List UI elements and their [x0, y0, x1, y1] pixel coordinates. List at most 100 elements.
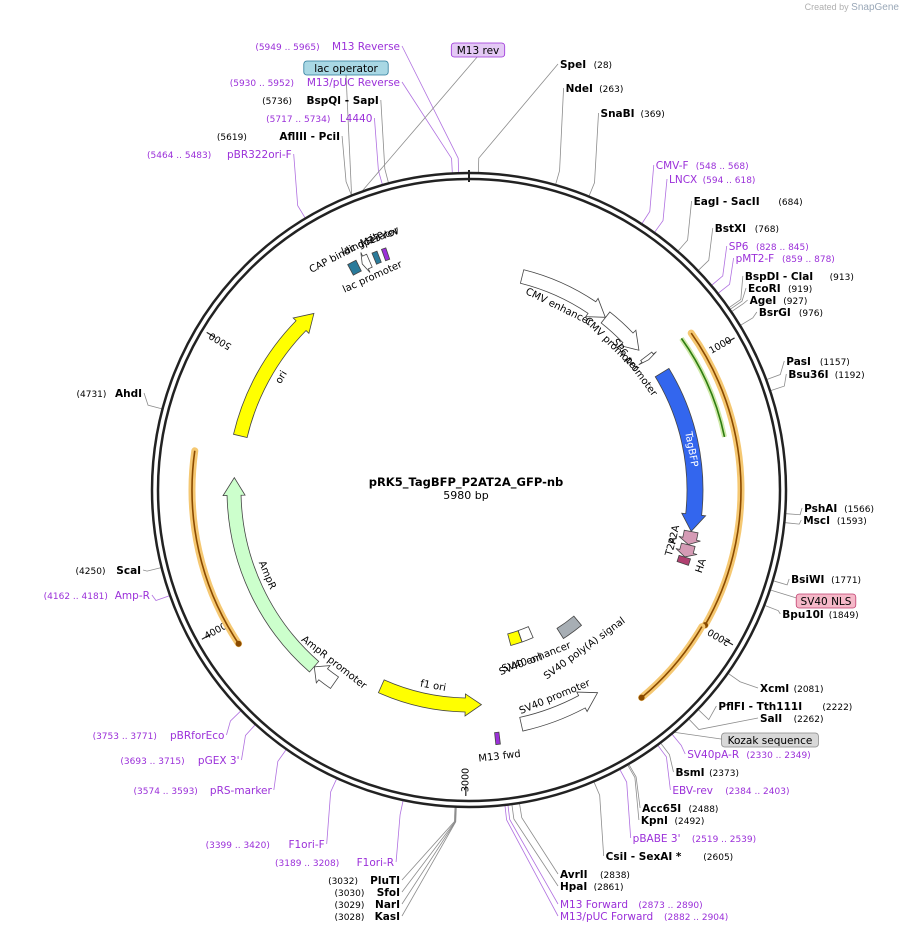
- leader-ecori: [730, 287, 747, 310]
- feature-label-ori: ori: [274, 369, 290, 386]
- site-position-pbrforeco: (3753 .. 3771): [93, 732, 157, 742]
- feature-arcs: [188, 329, 745, 702]
- site-label-bpu10i: Bpu10I: [782, 609, 824, 621]
- feature-ori: [233, 312, 315, 439]
- leader-csii-sexai: [593, 782, 605, 857]
- site-position-pmt2-f: (859 .. 878): [782, 255, 835, 265]
- tick-label-3000: 3000: [460, 768, 471, 792]
- credit: Created by SnapGene: [805, 2, 899, 13]
- leader-snabi: [588, 112, 599, 196]
- feature-p2a: [678, 529, 701, 545]
- site-label-afliii-pcii: AflIII - PciI: [279, 131, 340, 143]
- feature-sv40-ori: [507, 630, 523, 646]
- feature-sv40-poly-a-signal: [556, 615, 583, 640]
- tick-5000: [206, 331, 216, 339]
- site-label-xcmi: XcmI: [760, 683, 789, 695]
- primer-label-m13-puc-forward: M13/pUC Forward: [560, 911, 653, 923]
- site-position-prs-marker: (3574 .. 3593): [134, 787, 198, 797]
- orange-arc-head-1: [638, 694, 645, 701]
- leader-pbr322ori-f: [293, 153, 306, 218]
- boxed-label-m13-rev: M13 rev: [457, 45, 500, 57]
- leader-bsu36i: [770, 373, 787, 391]
- site-position-sfoi: (3030): [334, 889, 364, 899]
- site-position-cmv-f: (548 .. 568): [696, 162, 749, 172]
- leader-bsiwi: [773, 578, 790, 586]
- orange-arc-2: [191, 450, 240, 645]
- leader-m13-reverse: [401, 45, 460, 173]
- leader-lncx: [654, 178, 668, 233]
- site-label-bspqi-sapi: BspQI - SapI: [306, 95, 378, 107]
- primer-label-sv40pa-r: SV40pA-R: [687, 749, 739, 761]
- plasmid-length: 5980 bp: [443, 489, 488, 502]
- feature-ampr: [222, 476, 320, 673]
- primer-label-f1ori-f: F1ori-F: [288, 839, 324, 851]
- site-position-xcmi: (2081): [794, 685, 824, 695]
- orange-arc-band-1: [638, 623, 706, 702]
- site-position-bsmi: (2373): [709, 769, 739, 779]
- leader-bspdi-clai: [729, 275, 744, 308]
- leader-prs-marker: [273, 749, 287, 791]
- tick-2000: [723, 639, 734, 646]
- site-position-bsiwi: (1771): [831, 576, 861, 586]
- primer-label-m13-forward: M13 Forward: [560, 899, 628, 911]
- feature-ha: [676, 554, 692, 566]
- site-label-bsiwi: BsiWI: [791, 574, 824, 586]
- feature-lac-operator: [371, 250, 382, 265]
- site-position-pbabe-3: (2519 .. 2539): [692, 835, 756, 845]
- primer-label-pbabe-3: pBABE 3': [633, 833, 681, 845]
- leader-sali: [688, 717, 759, 730]
- site-label-pflfi-tth111i: PflFI - Tth111I: [718, 701, 802, 713]
- feature-sp6-promoter: [638, 351, 657, 366]
- feature-sv40-promoter: [519, 691, 599, 732]
- feature-cmv-enhancer: [519, 269, 606, 318]
- feature-label-ha: HA: [694, 557, 709, 574]
- site-position-bsu36i: (1192): [835, 371, 865, 381]
- leader-hpai: [511, 805, 559, 887]
- primer-label-l4440: L4440: [340, 113, 373, 125]
- tick-4000: [201, 633, 211, 640]
- site-position-pflfi-tth111i: (2222): [822, 703, 852, 713]
- feature-cmv-promoter: [600, 311, 640, 351]
- leader-l4440: [374, 117, 383, 185]
- feature-lac-promoter: [360, 252, 373, 273]
- leader-lac-operator: [345, 73, 352, 195]
- site-position-kasi: (3028): [334, 913, 364, 923]
- boxed-label-bg-kozak-sequence: [721, 732, 819, 748]
- primer-label-prs-marker: pRS-marker: [210, 785, 273, 797]
- leader-f1ori-r: [395, 800, 404, 863]
- leader-sv40pa-r: [671, 734, 686, 755]
- primer-label-m13-reverse: M13 Reverse: [332, 41, 400, 53]
- boxed-label-sv40-nls: SV40 NLS: [801, 596, 852, 608]
- orange-arc-head-2: [235, 640, 242, 647]
- site-position-f1ori-f: (3399 .. 3420): [206, 841, 270, 851]
- leader-msci: [785, 519, 802, 525]
- feature-ampr-promoter: [313, 665, 340, 689]
- tick-1000: [725, 337, 735, 344]
- feature-cap-binding-site: [347, 259, 362, 276]
- tick-label-1000: 1000: [707, 335, 733, 357]
- primer-label-lncx: LNCX: [669, 174, 697, 186]
- site-position-amp-r: (4162 .. 4181): [44, 592, 108, 602]
- site-position-eagi-sacii: (684): [778, 198, 802, 208]
- site-label-ecori: EcoRI: [748, 283, 781, 295]
- leader-ahdi: [143, 392, 162, 410]
- green-arc-0: [680, 337, 726, 438]
- primer-label-m13-puc-reverse: M13/pUC Reverse: [307, 77, 400, 89]
- site-position-spei: (28): [594, 61, 612, 71]
- feature-label-m13-fwd: M13 fwd: [478, 749, 521, 765]
- site-position-agei: (927): [783, 297, 807, 307]
- leader-bsrgi: [740, 311, 758, 326]
- site-label-scai: ScaI: [116, 565, 141, 577]
- site-position-ahdi: (4731): [76, 390, 106, 400]
- leader-pshai: [786, 507, 803, 516]
- site-label-acc65i: Acc65I: [642, 803, 681, 815]
- site-position-afliii-pcii: (5619): [217, 133, 247, 143]
- leader-amp-r: [151, 594, 170, 601]
- primer-label-pmt2-f: pMT2-F: [736, 253, 775, 265]
- leader-pbabe-3: [619, 769, 632, 839]
- tick-label-5000: 5000: [207, 330, 233, 352]
- site-position-sp6: (828 .. 845): [756, 243, 809, 253]
- site-label-snabi: SnaBI: [601, 108, 635, 120]
- leader-pflfi-tth111i: [698, 705, 717, 721]
- leader-m13-puc-reverse: [401, 81, 453, 173]
